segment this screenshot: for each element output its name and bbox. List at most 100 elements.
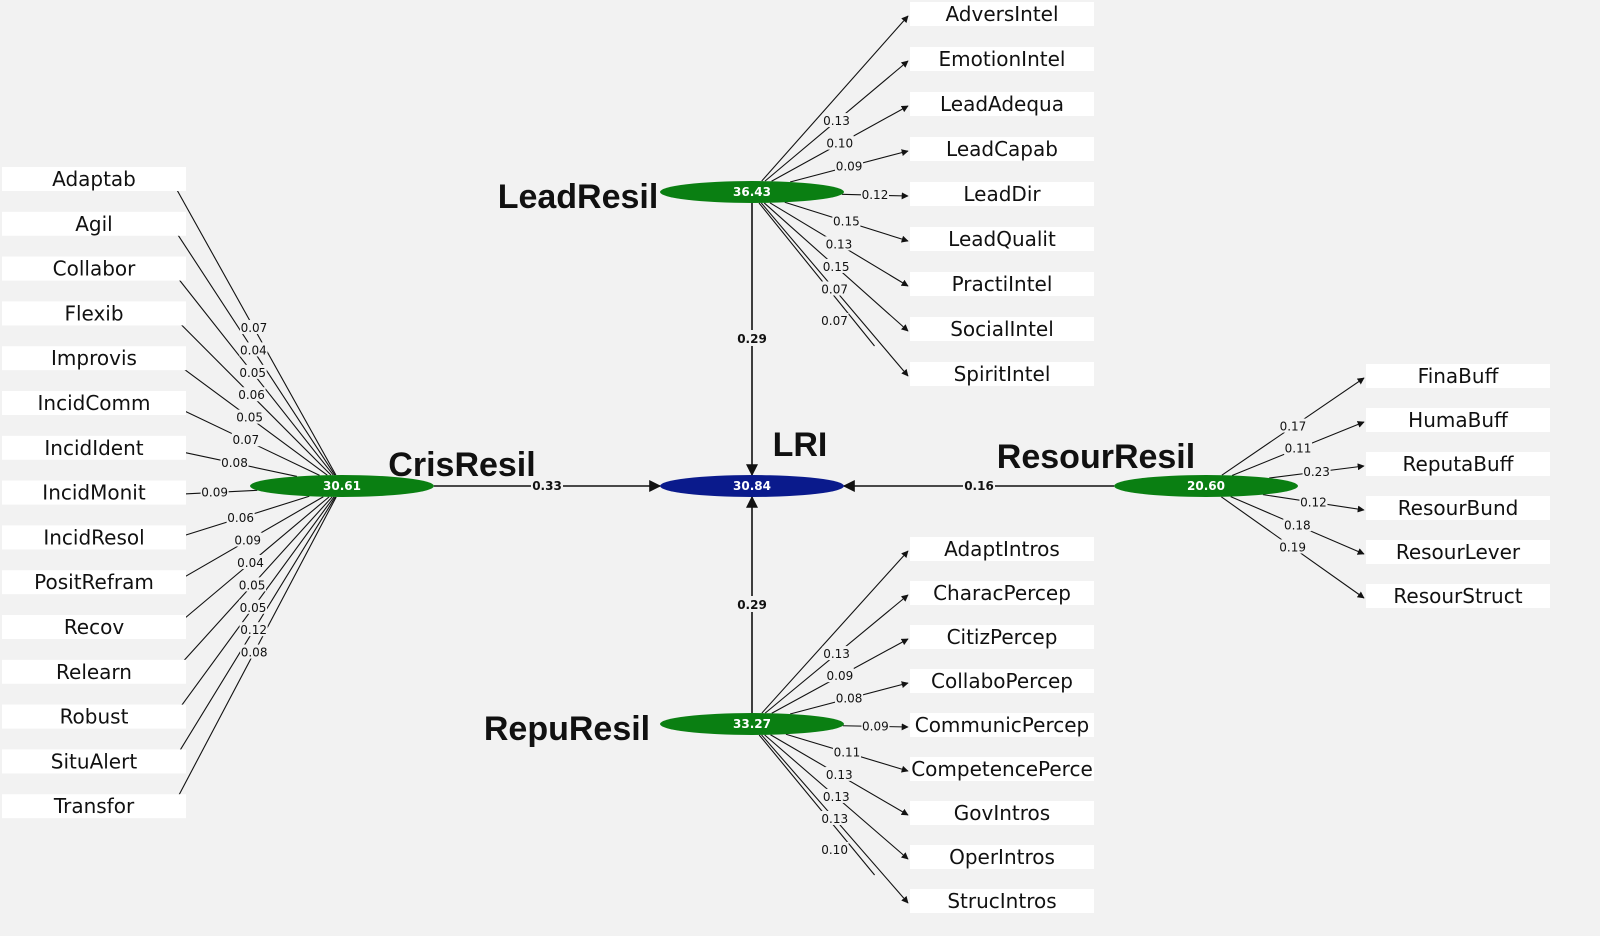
weight-label-bg (1278, 418, 1307, 433)
weight-arrow-leadresil-adversintel (761, 15, 909, 182)
indicator-box-positrefram[interactable] (2, 570, 186, 595)
indicator-label-finabuff: FinaBuff (1418, 364, 1500, 388)
weight-label-bg (1299, 494, 1328, 509)
indicator-label-resourlever: ResourLever (1396, 540, 1521, 564)
indicator-label-leadadequa: LeadAdequa (940, 92, 1064, 116)
indicator-box-socialintel[interactable] (910, 317, 1094, 341)
indicator-box-resourlever[interactable] (1366, 540, 1550, 564)
indicator-label-resourstruct: ResourStruct (1393, 584, 1522, 608)
indicator-box-leaddir[interactable] (910, 182, 1094, 206)
weight-label-bg (231, 432, 260, 447)
indicator-box-leadadequa[interactable] (910, 92, 1094, 116)
path-label-bg (963, 477, 995, 493)
weight-label-bg (236, 554, 265, 569)
indicator-label-incidresol: IncidResol (43, 525, 144, 549)
weight-label-bg (820, 281, 849, 296)
target-node-lri[interactable] (660, 475, 844, 497)
indicator-box-adversintel[interactable] (910, 2, 1094, 26)
weight-label-bg (861, 718, 890, 733)
indicator-label-positrefram: PositRefram (34, 570, 154, 594)
indicator-box-agil[interactable] (2, 211, 186, 236)
indicator-box-communicpercep[interactable] (910, 713, 1094, 737)
weight-label-robust: 0.05 (240, 601, 267, 615)
weight-label-bg (820, 841, 849, 856)
indicator-label-adaptintros: AdaptIntros (944, 537, 1060, 561)
indicator-box-relearn[interactable] (2, 659, 186, 684)
construct-node-resourresil[interactable] (1114, 475, 1298, 497)
indicator-box-robust[interactable] (2, 704, 186, 729)
indicator-label-emotionintel: EmotionIntel (939, 47, 1066, 71)
weight-label-leadqualit: 0.15 (833, 215, 860, 229)
weight-label-bg (237, 387, 266, 402)
weight-label-relearn: 0.05 (239, 578, 266, 592)
path-label-bg (736, 330, 768, 346)
indicator-box-reputabuff[interactable] (1366, 452, 1550, 476)
indicator-box-incidresol[interactable] (2, 525, 186, 550)
construct-node-crisresil[interactable] (250, 475, 434, 497)
indicator-label-incidcomm: IncidComm (38, 391, 151, 415)
weight-label-bg (822, 646, 851, 661)
weight-label-bg (1302, 464, 1331, 479)
weight-arrow-leadresil-extra (758, 202, 875, 347)
indicator-label-strucintros: StrucIntros (947, 889, 1056, 913)
weight-label-strucintros: 0.13 (821, 812, 848, 826)
weight-label-incidresol: 0.06 (227, 511, 254, 525)
weight-label-reputabuff: 0.23 (1303, 465, 1330, 479)
indicator-label-improvis: Improvis (51, 346, 137, 370)
construct-score-leadresil: 36.43 (733, 185, 771, 199)
target-title-lri: LRI (773, 426, 828, 464)
indicator-label-govintros: GovIntros (954, 801, 1050, 825)
indicator-box-competenceperce[interactable] (910, 757, 1094, 781)
indicator-box-recov[interactable] (2, 615, 186, 639)
indicator-box-incidcomm[interactable] (2, 391, 186, 415)
indicator-box-incidident[interactable] (2, 435, 186, 460)
weight-label-bg (235, 409, 264, 424)
indicator-box-humabuff[interactable] (1366, 408, 1550, 432)
construct-score-repuresil: 33.27 (733, 717, 771, 731)
indicator-box-govintros[interactable] (910, 801, 1094, 825)
indicator-box-improvis[interactable] (2, 346, 186, 371)
indicator-box-citizpercep[interactable] (910, 625, 1094, 649)
target-score-lri: 30.84 (733, 479, 771, 493)
indicator-box-characpercep[interactable] (910, 581, 1094, 605)
indicator-box-transfor[interactable] (2, 794, 186, 819)
indicator-box-resourstruct[interactable] (1366, 584, 1550, 608)
indicator-box-incidmonit[interactable] (2, 480, 186, 505)
indicator-box-emotionintel[interactable] (910, 47, 1094, 71)
construct-title-repuresil: RepuResil (484, 710, 650, 748)
weight-label-emotionintel: 0.13 (823, 114, 850, 128)
indicator-box-strucintros[interactable] (910, 889, 1094, 913)
indicator-label-leadcapab: LeadCapab (946, 137, 1058, 161)
weight-label-resourbund: 0.12 (1300, 495, 1327, 509)
weight-label-bg (820, 810, 849, 825)
weight-label-bg (233, 532, 262, 547)
weight-label-agil: 0.04 (240, 343, 267, 357)
weight-label-socialintel: 0.15 (823, 260, 850, 274)
indicator-box-practiintel[interactable] (910, 272, 1094, 296)
indicator-label-adversintel: AdversIntel (945, 2, 1058, 26)
indicator-box-finabuff[interactable] (1366, 364, 1550, 388)
indicator-box-leadcapab[interactable] (910, 137, 1094, 161)
indicator-box-situalert[interactable] (2, 749, 186, 774)
construct-node-leadresil[interactable] (660, 181, 844, 203)
weight-label-bg (822, 788, 851, 803)
indicator-box-operintros[interactable] (910, 845, 1094, 869)
indicator-box-adaptintros[interactable] (910, 537, 1094, 561)
indicator-box-adaptab[interactable] (2, 167, 186, 191)
indicator-box-flexib[interactable] (2, 301, 186, 326)
construct-node-repuresil[interactable] (660, 713, 844, 735)
indicator-box-collabor[interactable] (2, 256, 186, 281)
indicator-box-resourbund[interactable] (1366, 496, 1550, 520)
indicator-box-leadqualit[interactable] (910, 227, 1094, 251)
indicator-label-communicpercep: CommunicPercep (915, 713, 1090, 737)
indicator-box-collabopercep[interactable] (910, 669, 1094, 693)
indicator-label-relearn: Relearn (56, 660, 132, 684)
path-coefficient-crisresil: 0.33 (532, 479, 562, 493)
weight-label-bg (220, 455, 249, 470)
indicator-box-spiritintel[interactable] (910, 362, 1094, 386)
weight-label-recov: 0.04 (237, 556, 264, 570)
weight-label-flexib: 0.06 (238, 388, 265, 402)
weight-label-bg (820, 312, 849, 327)
indicator-label-recov: Recov (64, 615, 125, 639)
